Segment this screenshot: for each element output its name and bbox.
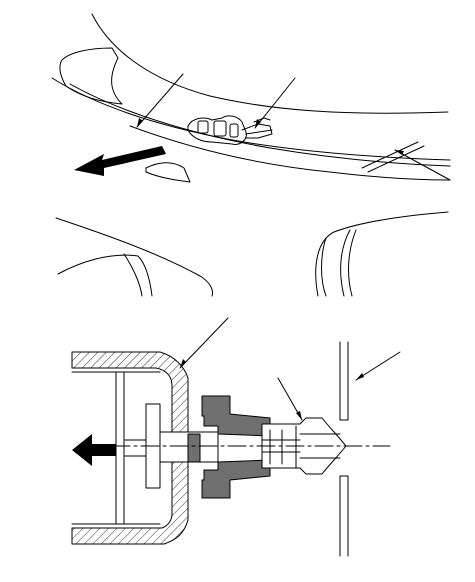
grommet-lower	[202, 460, 270, 498]
leader-arrowhead-1	[137, 118, 143, 127]
removal-direction-arrow-icon	[74, 146, 166, 176]
sweep-line-third	[124, 254, 142, 296]
flap-shape	[60, 48, 122, 104]
leader-arrowhead-5	[296, 411, 302, 420]
hand-outline	[146, 163, 190, 182]
housing-section	[72, 352, 188, 544]
body-edge-bottom	[130, 126, 450, 180]
grommet-center	[188, 434, 200, 462]
body-edge-inner	[70, 84, 450, 166]
seam-line-2	[368, 146, 424, 172]
grommet	[202, 396, 270, 436]
body-outline-lower	[52, 78, 450, 160]
seam-line-1	[362, 142, 418, 168]
sweep-line-second	[58, 255, 152, 296]
section-view-panel	[72, 318, 400, 556]
right-contour-2	[341, 230, 350, 296]
leader-arrowhead-6	[356, 373, 364, 380]
right-contour-3	[349, 230, 356, 296]
right-contour-1	[316, 212, 448, 296]
removal-direction-arrow-icon	[72, 434, 116, 466]
leader-line-3	[395, 150, 450, 180]
sweep-line-main	[56, 218, 213, 296]
leader-line-1	[137, 74, 183, 127]
top-view-panel	[52, 14, 450, 182]
right-contour-4	[322, 238, 327, 296]
leader-line-6	[356, 352, 400, 380]
leader-line-2	[255, 78, 295, 128]
leader-arrowhead-2	[255, 119, 261, 128]
leader-arrowhead-4	[180, 359, 186, 368]
body-outline-upper	[92, 14, 448, 113]
middle-view-panel	[56, 212, 448, 296]
leader-line-4	[180, 318, 228, 368]
leader-arrowhead-3	[395, 150, 404, 155]
